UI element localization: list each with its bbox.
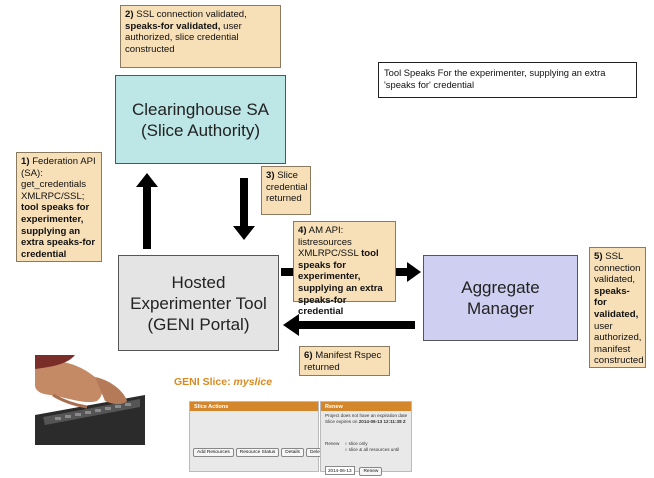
- renew-panel: Renew Project does not have an expiratio…: [320, 401, 412, 476]
- renew-date-input[interactable]: 2014-06-13: [325, 466, 355, 475]
- speaks-for-callout: Tool Speaks For the experimenter, supply…: [378, 62, 637, 98]
- add-resources-button[interactable]: Add Resources: [193, 448, 234, 457]
- details-button[interactable]: Details: [281, 448, 304, 457]
- experimenter-tool-box: Hosted Experimenter Tool (GENI Portal): [118, 255, 279, 351]
- step-6-note: 6) Manifest Rspec returned: [299, 346, 390, 376]
- resource-status-button[interactable]: Resource Status: [235, 448, 280, 457]
- step-2-note: 2) SSL connection validated, speaks-for …: [120, 5, 281, 68]
- all-resources-radio[interactable]: ○: [344, 447, 348, 452]
- geni-portal-screenshot: GENI Slice: myslice Slice Actions Add Re…: [172, 376, 414, 476]
- step-3-note: 3) Slice credential returned: [261, 166, 311, 215]
- typing-hands-photo: [35, 355, 145, 445]
- aggregate-manager-box: Aggregate Manager: [423, 255, 578, 341]
- step-5-note: 5) SSL connection validated, speaks-for …: [589, 247, 646, 368]
- left-arrow: [283, 314, 415, 336]
- renew-header: Renew: [321, 402, 411, 411]
- step-1-note: 1) Federation API (SA): get_credentials …: [16, 152, 102, 262]
- down-arrow: [233, 178, 255, 240]
- slice-actions-header: Slice Actions: [190, 402, 318, 411]
- portal-slice-title: GENI Slice: myslice: [174, 376, 273, 388]
- step-4-note: 4) AM API: listresources XMLRPC/SSL tool…: [293, 221, 396, 317]
- slice-only-radio[interactable]: ○: [344, 441, 348, 446]
- up-arrow: [136, 173, 158, 249]
- renew-button[interactable]: Renew: [359, 467, 383, 476]
- clearinghouse-box: Clearinghouse SA (Slice Authority): [115, 75, 286, 164]
